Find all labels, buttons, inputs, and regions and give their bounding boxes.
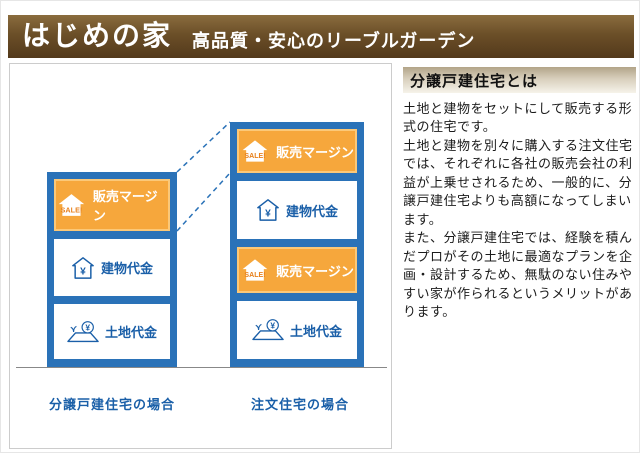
header-banner: はじめの家 高品質・安心のリーブルガーデン [8,15,634,58]
box-sales-margin: SALE! 販売マージン [237,247,357,293]
box-label: 建物代金 [285,203,338,219]
land-yen-icon: ¥ [252,319,284,341]
box-label: 販売マージン [276,144,354,160]
box-land-cost: ¥ 土地代金 [237,301,357,359]
svg-text:¥: ¥ [85,322,90,332]
box-building-cost: ¥ 建物代金 [237,181,357,239]
site-title: はじめの家 [22,20,173,52]
box-label: 建物代金 [100,261,153,276]
box-label: 販売マージン [276,263,354,279]
panel-paragraph: また、分譲戸建住宅では、経験を積んだプロがその土地に最適なプランを企画・設計する… [403,230,633,319]
svg-text:¥: ¥ [265,208,271,219]
house-yen-icon: ¥ [257,199,279,221]
panel-heading: 分譲戸建住宅とは [403,67,636,93]
box-label: 土地代金 [289,323,342,339]
price-comparison-diagram: SALE! 販売マージン ¥ 建物代金 ¥ 土地代金 [9,63,392,449]
sale-house-icon: SALE! [242,259,268,281]
dashed-line-top [176,121,231,173]
panel-paragraph: 土地と建物を別々に購入する注文住宅では、それぞれに各社の販売会社の利益が上乗せさ… [403,137,633,227]
panel-paragraph: 土地と建物をセットにして販売する形式の住宅です。 [403,101,633,135]
ground-line [16,367,387,368]
box-building-cost: ¥ 建物代金 [54,239,170,296]
house-yen-icon: ¥ [72,256,94,279]
info-panel: 分譲戸建住宅とは 土地と建物をセットにして販売する形式の住宅です。 土地と建物を… [403,67,636,321]
site-subtitle: 高品質・安心のリーブルガーデン [192,30,476,51]
svg-text:SALE!: SALE! [245,272,266,279]
sale-house-icon: SALE! [242,140,268,162]
column-label-bunjo: 分譲戸建住宅の場合 [48,397,175,412]
box-land-cost: ¥ 土地代金 [54,304,170,359]
box-sales-margin: SALE! 販売マージン [54,179,170,231]
box-sales-margin: SALE! 販売マージン [237,129,357,173]
box-label: 土地代金 [104,325,157,340]
svg-text:SALE!: SALE! [61,205,83,214]
column-bunjo: SALE! 販売マージン ¥ 建物代金 ¥ 土地代金 [47,172,177,367]
dashed-line-middle [176,172,231,232]
svg-text:SALE!: SALE! [245,153,266,160]
column-label-chumon: 注文住宅の場合 [250,397,349,412]
box-label: 販売マージン [92,189,158,223]
svg-text:¥: ¥ [80,266,86,277]
column-chumon: SALE! 販売マージン ¥ 建物代金 SALE! 販売マージン [230,122,364,367]
land-yen-icon: ¥ [67,320,99,342]
panel-body: 土地と建物をセットにして販売する形式の住宅です。 土地と建物を別々に購入する注文… [403,100,636,321]
comparison-dashed-lines [176,121,231,232]
sale-house-icon: SALE! [58,194,85,216]
svg-text:¥: ¥ [270,321,275,331]
